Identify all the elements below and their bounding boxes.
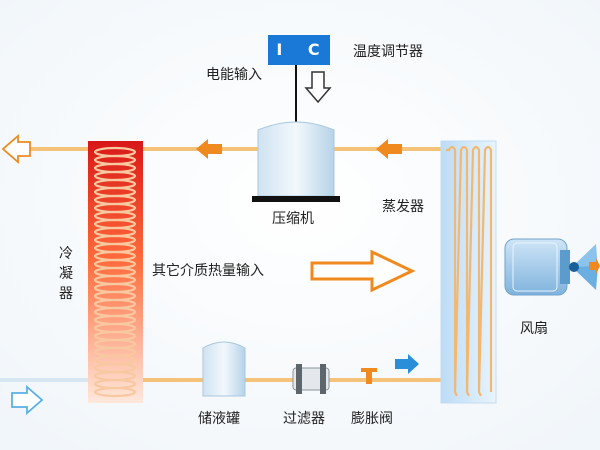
condenser-coil <box>93 146 137 398</box>
ic-label: I C <box>276 40 330 59</box>
fan-label: 风扇 <box>520 321 548 337</box>
power-input-arrow-icon <box>304 71 332 104</box>
hot-outlet-arrow-icon <box>1 134 31 164</box>
compressor-icon <box>252 121 340 202</box>
temperature-controller-label: 温度调节器 <box>353 44 423 60</box>
evaporator-label: 蒸发器 <box>382 199 424 215</box>
cold-inlet-arrow-icon <box>11 385 44 415</box>
evaporator-coil <box>446 145 493 397</box>
flow-arrow-bottom-icon <box>395 354 419 374</box>
condenser <box>88 141 143 403</box>
filter-icon <box>292 364 330 394</box>
other-heat-input-label: 其它介质热量输入 <box>152 263 264 279</box>
flow-arrow-top-right-icon <box>376 139 402 159</box>
receiver-label: 储液罐 <box>198 411 240 427</box>
receiver-tank-icon <box>202 341 246 397</box>
compressor-label: 压缩机 <box>272 211 314 227</box>
filter-label: 过滤器 <box>283 411 325 427</box>
ic-box <box>268 35 330 65</box>
expansion-valve-icon <box>361 368 377 384</box>
condenser-label: 冷凝器 <box>59 246 73 302</box>
heat-input-arrow-icon <box>310 249 416 293</box>
evaporator <box>440 140 497 404</box>
power-input-label: 电能输入 <box>206 67 262 83</box>
flow-arrow-top-mid-icon <box>196 139 222 159</box>
fan-air-arrow-icon <box>589 258 600 274</box>
expansion-valve-label: 膨胀阀 <box>351 411 393 427</box>
